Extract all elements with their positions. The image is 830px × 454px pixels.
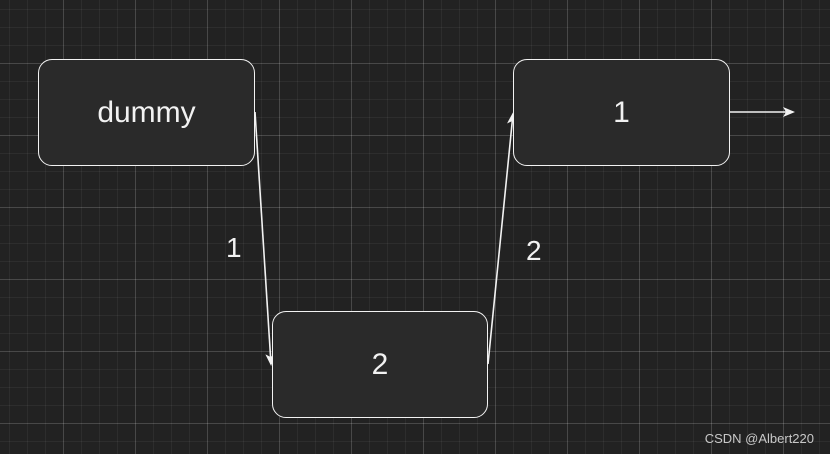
edge-two-to-one[interactable] [487,112,517,365]
node-two-label: 2 [371,347,389,381]
edge-dummy-to-two[interactable] [254,111,276,366]
node-two[interactable]: 2 [272,311,488,418]
edge-two-to-one-label: 2 [526,235,542,266]
node-dummy[interactable]: dummy [38,59,255,166]
node-one[interactable]: 1 [513,59,730,166]
node-dummy-label: dummy [97,95,196,129]
node-one-label: 1 [613,95,630,129]
edge-dummy-to-two-label: 1 [226,232,242,263]
watermark: CSDN @Albert220 [704,431,814,446]
